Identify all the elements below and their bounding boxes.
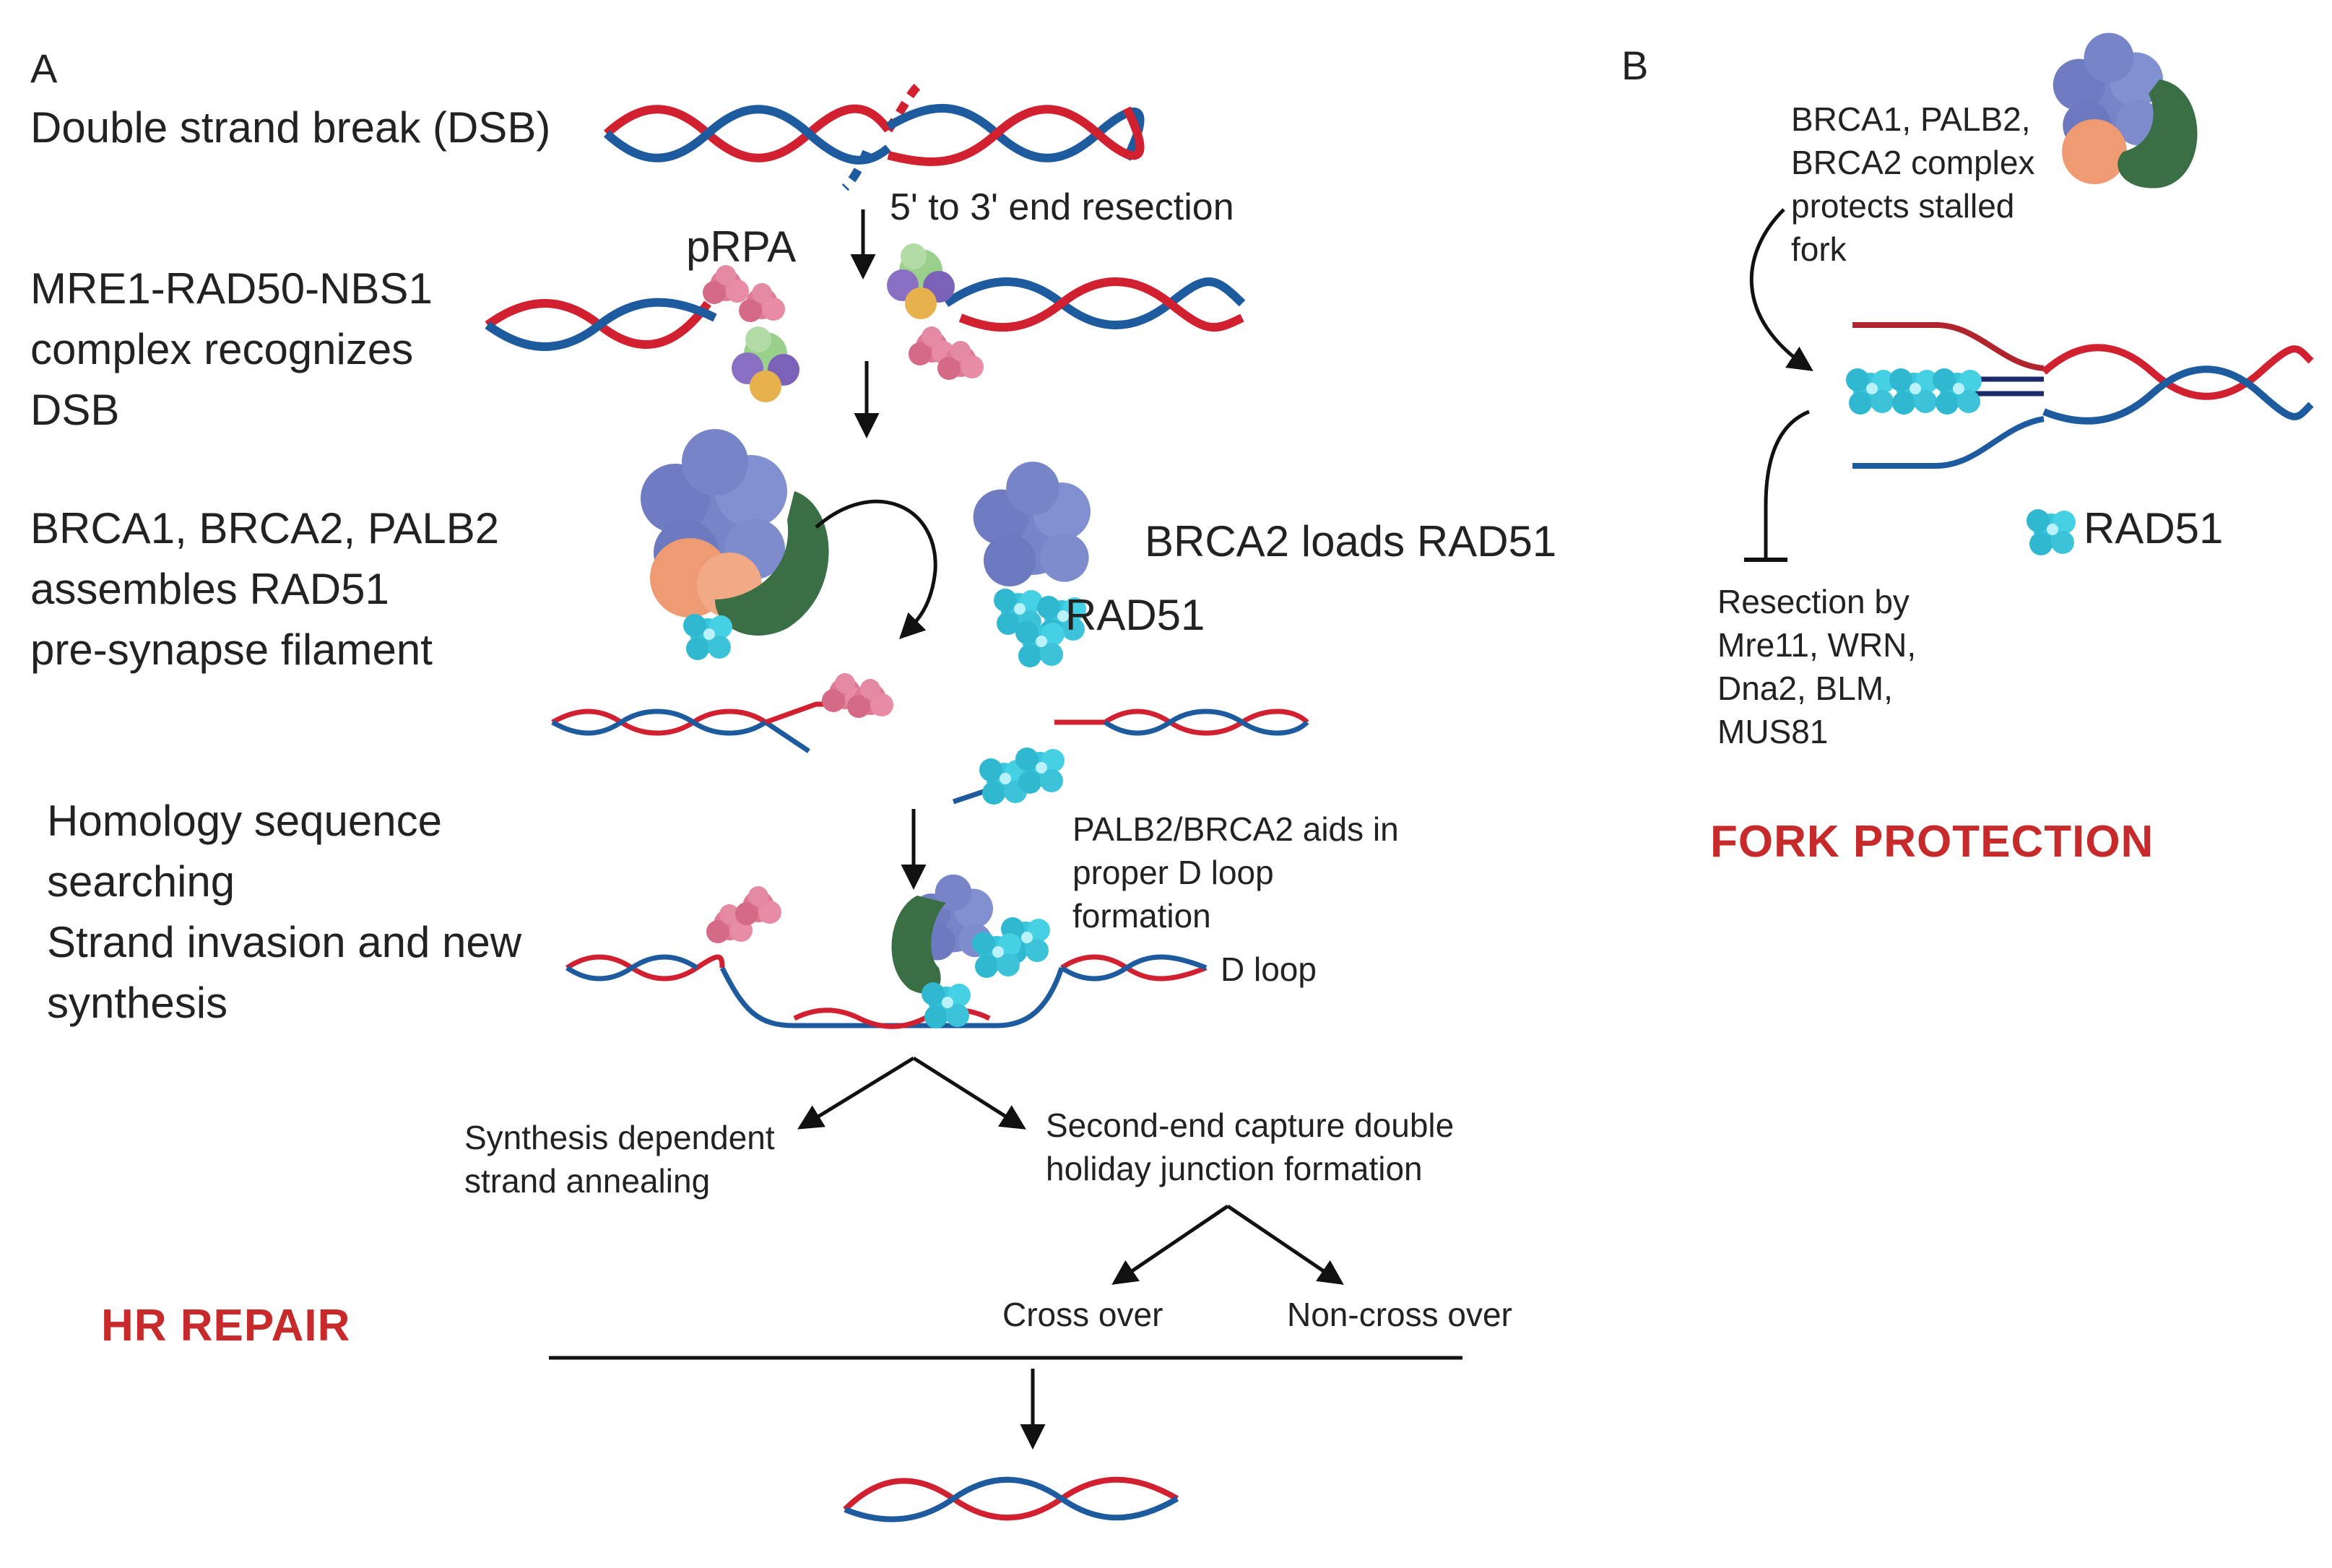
dsb-helix bbox=[603, 83, 1145, 191]
resection-label: 5' to 3' end resection bbox=[890, 186, 1234, 228]
arrow-cross-over bbox=[1111, 1204, 1229, 1285]
rad51-icon bbox=[1889, 368, 1938, 415]
text-line: BRCA2 complex bbox=[1791, 144, 2035, 181]
brca-complex bbox=[641, 429, 829, 660]
text-line: proper D loop bbox=[1072, 854, 1274, 891]
mrn-right-helix bbox=[943, 277, 1246, 332]
text-line: pre-synapse filament bbox=[30, 625, 433, 674]
palb2-note: PALB2/BRCA2 aids in proper D loop format… bbox=[1072, 807, 1399, 937]
sdsa-label: Synthesis dependent strand annealing bbox=[464, 1116, 775, 1203]
step-mrn-label: MRE1-RAD50-NBS1 complex recognizes DSB bbox=[30, 259, 433, 441]
arrow-non-cross-over bbox=[1226, 1204, 1344, 1285]
text-line: Double strand break (DSB) bbox=[30, 103, 551, 152]
d-loop-label: D loop bbox=[1221, 950, 1317, 988]
resected-end-left bbox=[551, 701, 845, 753]
protect-arrow bbox=[1749, 208, 1813, 371]
inhibit-line bbox=[1764, 410, 1810, 560]
mrn-complex-icon bbox=[732, 326, 799, 402]
panel-a-letter: A bbox=[30, 46, 58, 91]
text-line: fork bbox=[1791, 230, 1847, 268]
text-line: Resection by bbox=[1717, 583, 1910, 620]
cross-over-label: Cross over bbox=[1002, 1296, 1163, 1333]
text-line: BRCA1, BRCA2, PALB2 bbox=[30, 504, 500, 553]
fork-protection-title: FORK PROTECTION bbox=[1710, 817, 2154, 867]
text-line: complex recognizes bbox=[30, 325, 414, 373]
rad51-label: RAD51 bbox=[1065, 591, 1205, 639]
text-line: assembles RAD51 bbox=[30, 565, 389, 613]
text-line: MRE1-RAD50-NBS1 bbox=[30, 264, 433, 313]
text-line: BRCA1, PALB2, bbox=[1791, 100, 2031, 138]
rad51-legend-label: RAD51 bbox=[2084, 504, 2224, 553]
dhj-label: Second-end capture double holiday juncti… bbox=[1046, 1104, 1454, 1190]
text-line: MUS81 bbox=[1717, 713, 1829, 750]
text-line: Second-end capture double bbox=[1046, 1106, 1455, 1144]
rad51-icon bbox=[1015, 748, 1065, 794]
fork-complex bbox=[2053, 33, 2198, 189]
rad51-icon bbox=[1933, 368, 1982, 415]
d-loop-structure bbox=[565, 954, 1208, 1029]
step-brca-label: BRCA1, BRCA2, PALB2 assembles RAD51 pre-… bbox=[30, 498, 499, 680]
text-line: DSB bbox=[30, 386, 120, 434]
rad51-icon bbox=[1846, 368, 1895, 415]
text-line: protects stalled bbox=[1791, 187, 2015, 225]
text-line: searching bbox=[47, 857, 235, 906]
rpa-icon bbox=[735, 886, 781, 925]
text-line: Mre11, WRN, bbox=[1717, 626, 1917, 664]
text-line: holiday junction formation bbox=[1046, 1150, 1423, 1187]
arrow-sdsa bbox=[797, 1056, 915, 1130]
resection-inhibit-note: Resection by Mre11, WRN, Dna2, BLM, MUS8… bbox=[1717, 580, 1916, 753]
text-line: PALB2/BRCA2 aids in bbox=[1072, 810, 1399, 848]
mrn-complex-icon bbox=[887, 243, 955, 319]
rad51-legend-icon bbox=[2027, 509, 2076, 555]
step-homology-label: Homology sequence searching Strand invas… bbox=[47, 791, 521, 1034]
text-line: Strand invasion and new bbox=[47, 918, 522, 966]
mrn-left-helix bbox=[485, 298, 717, 351]
repaired-dna bbox=[843, 1476, 1179, 1522]
text-line: Synthesis dependent bbox=[464, 1119, 775, 1156]
non-cross-over-label: Non-cross over bbox=[1287, 1296, 1512, 1333]
text-line: synthesis bbox=[47, 979, 228, 1027]
hr-repair-title: HR REPAIR bbox=[101, 1301, 351, 1351]
text-line: formation bbox=[1072, 897, 1211, 935]
step-dsb-label: Double strand break (DSB) bbox=[30, 98, 550, 158]
panel-b-letter: B bbox=[1621, 43, 1649, 88]
text-line: strand annealing bbox=[464, 1162, 711, 1200]
fork-complex-note: BRCA1, PALB2, BRCA2 complex protects sta… bbox=[1791, 98, 2034, 271]
d-loop-complex bbox=[891, 874, 1050, 1028]
loading-arrow bbox=[815, 499, 937, 639]
arrow-dhj bbox=[912, 1056, 1026, 1130]
text-line: Homology sequence bbox=[47, 797, 443, 845]
brca2-loads-label: BRCA2 loads RAD51 bbox=[1145, 517, 1557, 566]
prpa-label: pRPA bbox=[686, 222, 797, 271]
text-line: Dna2, BLM, bbox=[1717, 670, 1893, 707]
